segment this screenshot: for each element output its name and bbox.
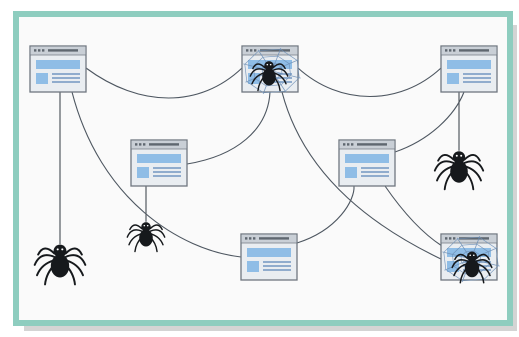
link-p2-p3 [297,67,442,98]
link-p2-p7 [281,91,444,261]
link-p5-p7 [384,185,443,247]
spider-icon [451,251,493,284]
spider-icon [433,151,485,191]
spiders-layer [33,61,493,286]
browser-window-icon [338,139,396,187]
browser-window-icon [29,45,87,93]
link-p1-p6 [71,91,242,258]
link-p1-p2 [85,67,243,99]
spider-icon [33,244,87,286]
browser-window-icon [240,233,298,281]
spider-icon [126,222,166,253]
link-p6-p5 [296,185,355,244]
browser-window-icon [130,139,188,187]
browser-window-icon [440,45,498,93]
link-p4-p2 [186,91,271,165]
threads-layer [59,92,460,245]
links-layer [71,67,465,261]
link-p5-p3 [394,91,465,153]
spider-icon [249,61,289,92]
